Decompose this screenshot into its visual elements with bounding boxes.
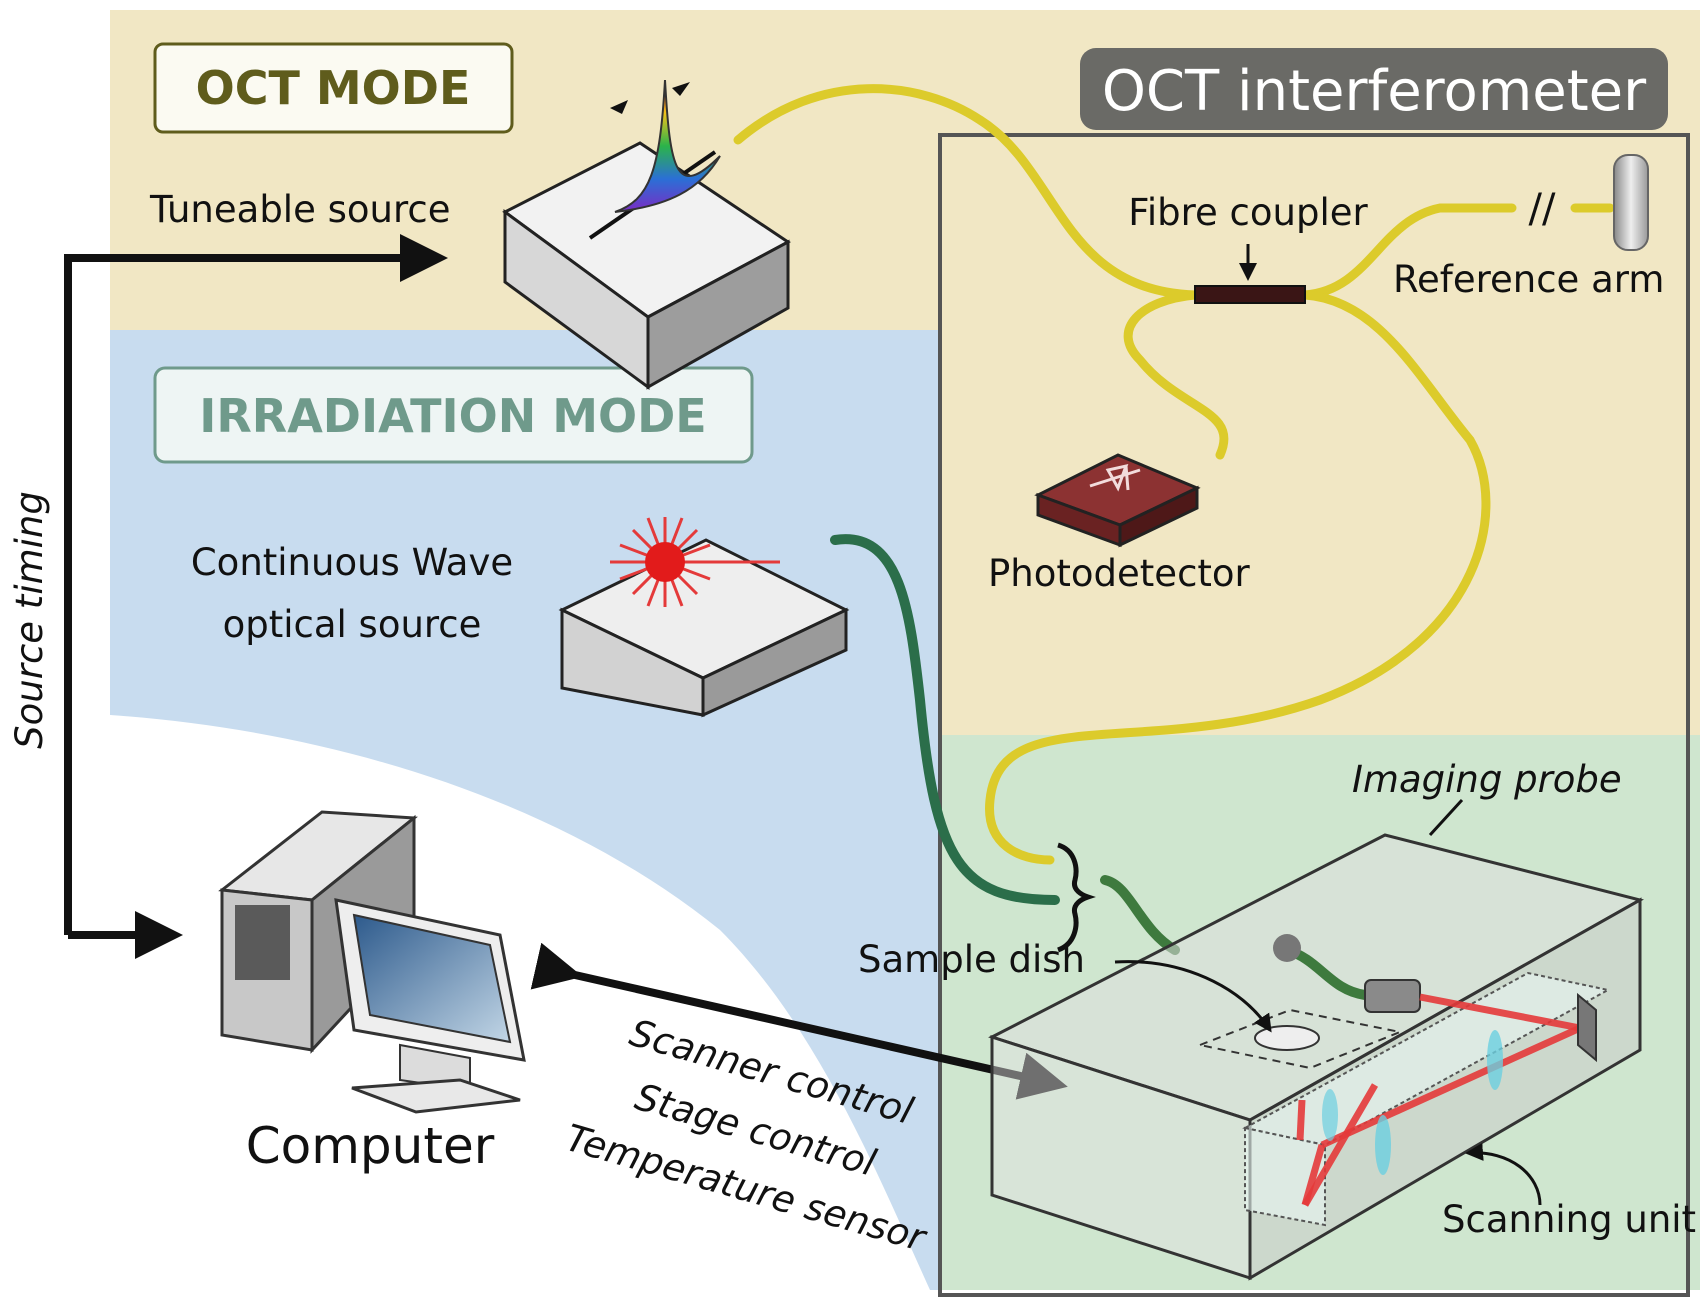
sample-dish-label: Sample dish <box>858 938 1085 981</box>
green-fibre <box>830 534 1060 905</box>
fibre-connector <box>1273 934 1301 962</box>
fibre-coupler <box>1194 285 1306 304</box>
computer-device <box>218 810 526 1114</box>
cw-source-device <box>558 517 850 718</box>
break-mark: // <box>1529 186 1556 232</box>
probe-input-fibre <box>1100 875 1180 955</box>
drive-bay-icon <box>235 905 290 980</box>
cw-source-label-line2: optical source <box>223 603 482 646</box>
oct-mode-label: OCT MODE <box>196 61 471 115</box>
tuneable-source-label: Tuneable source <box>149 188 450 231</box>
sample-stage-outline <box>1196 1008 1404 1070</box>
irradiation-mode-label: IRRADIATION MODE <box>199 389 706 443</box>
yellow-fibres <box>733 84 1615 865</box>
lens-3 <box>1322 1089 1338 1141</box>
spectrum-pulse <box>614 79 721 213</box>
scanning-unit-pointer <box>1465 1142 1542 1206</box>
sample-dish-pointer <box>1114 960 1272 1033</box>
photodetector-label: Photodetector <box>988 552 1251 595</box>
reference-arm-label: Reference arm <box>1393 258 1664 301</box>
laser-spot <box>645 542 685 582</box>
imaging-probe-label: Imaging probe <box>1352 758 1622 801</box>
oct-interferometer-frame <box>938 133 1690 1297</box>
source-timing-arrow-to-source <box>64 234 448 935</box>
tuning-arrow-right <box>672 82 690 96</box>
control-double-arrow <box>530 942 1068 1100</box>
sample-dish <box>1254 1025 1320 1051</box>
laser-beam-path <box>1296 993 1582 1207</box>
scanning-unit-label: Scanning unit <box>1442 1198 1696 1241</box>
interferometer-title-badge <box>1080 48 1668 130</box>
computer-label: Computer <box>246 1117 495 1175</box>
interferometer-title: OCT interferometer <box>1102 59 1647 124</box>
imaging-probe-pointer <box>1428 798 1464 837</box>
lens-2 <box>1375 1115 1391 1175</box>
lens-1 <box>1487 1030 1503 1090</box>
photodetector-device <box>1034 453 1201 548</box>
fibre-combiner-bracket <box>1056 842 1096 953</box>
tuning-arrow-left <box>610 100 628 114</box>
scan-mirror <box>1577 992 1597 1063</box>
reference-mirror <box>1613 154 1649 251</box>
oct-mode-box <box>153 42 514 134</box>
cw-source-label-line1: Continuous Wave <box>191 541 513 584</box>
source-timing-label: Source timing <box>8 491 51 749</box>
diode-icon <box>1089 463 1141 492</box>
collimator <box>1364 979 1421 1013</box>
fibre-coupler-label: Fibre coupler <box>1128 191 1368 234</box>
monitor-screen <box>352 913 512 1044</box>
tuneable-source-device <box>502 79 791 390</box>
irradiation-mode-box <box>153 366 754 464</box>
